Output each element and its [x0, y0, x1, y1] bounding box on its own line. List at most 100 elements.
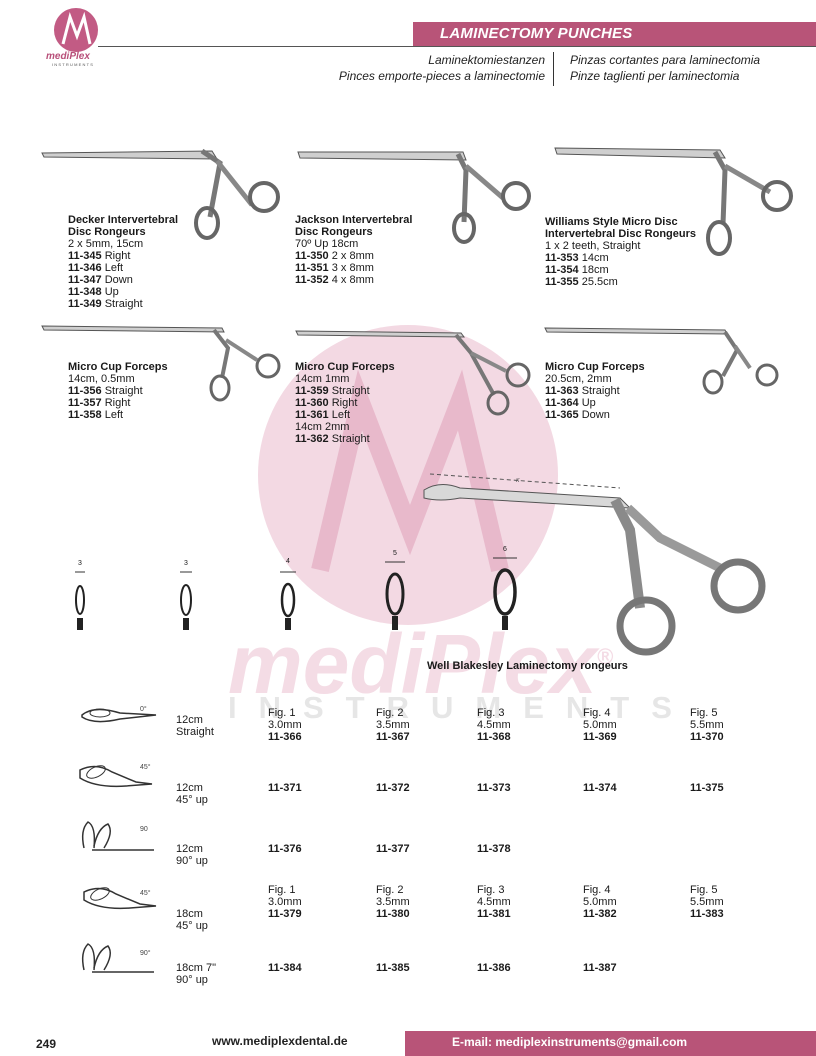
product-jackson: Jackson Intervertebral Disc Rongeurs 70º…: [295, 214, 475, 286]
list-item: 11-346 Left: [68, 262, 124, 274]
product-spec: 14cm, 0.5mm: [68, 373, 135, 385]
list-item: 11-355 25.5cm: [545, 276, 618, 288]
svg-text:κ: κ: [516, 477, 520, 484]
product-name: Decker Intervertebral: [68, 214, 179, 226]
title-spanish: Pinzas cortantes para laminectomia: [570, 53, 761, 67]
product-spec: 14cm 1mm: [295, 373, 350, 385]
product-name-2: Intervertebral Disc Rongeurs: [545, 228, 696, 240]
tip-label: 6: [503, 546, 507, 553]
website-link[interactable]: www.mediplexdental.de: [212, 1034, 348, 1048]
tip-fig-1-icon: [75, 571, 85, 630]
watermark-word: mediPlex®: [228, 617, 614, 711]
list-item: 11-356 Straight: [68, 385, 143, 397]
table-cell: 11-371: [268, 782, 302, 794]
product-decker: Decker Intervertebral Disc Rongeurs 2 x …: [68, 214, 248, 310]
product-spec: 20.5cm, 2mm: [545, 373, 612, 385]
list-item: 11-358 Left: [68, 409, 124, 421]
row-size: 12cm: [176, 782, 203, 794]
header-rule: [98, 46, 816, 47]
micro-cup-forceps-3-image: [544, 327, 779, 395]
tip-label: 3: [78, 560, 82, 567]
tip-figures: 3 3 4 5 6: [70, 546, 520, 635]
product-name: Micro Cup Forceps: [545, 361, 645, 373]
table-cell: 11-378: [477, 843, 511, 855]
list-item: 11-345 Right: [68, 250, 131, 262]
table-cell: 11-387: [583, 962, 617, 974]
list-item: 11-353 14cm: [545, 252, 609, 264]
angle-label: 45°: [140, 890, 151, 897]
product-name: Jackson Intervertebral: [295, 214, 413, 226]
logo-monogram-icon: [61, 11, 92, 45]
row-size: 18cm: [176, 908, 203, 920]
title-italian: Pinze taglienti per laminectomia: [570, 69, 740, 83]
table-cell: 11-373: [477, 782, 511, 794]
product-spec-2: 14cm 2mm: [295, 421, 350, 433]
list-item: 11-362 Straight: [295, 433, 370, 445]
list-item: 11-350 2 x 8mm: [295, 250, 374, 262]
product-name: Williams Style Micro Disc: [545, 216, 678, 228]
micro-cup-forceps-2-image: [295, 330, 531, 416]
title-german: Laminektomiestanzen: [428, 53, 545, 67]
tip-90-up-icon: [81, 821, 154, 851]
list-item: 11-351 3 x 8mm: [295, 262, 374, 274]
title-french: Pinces emporte-pieces a laminectomie: [338, 69, 545, 83]
row-size: 12cm: [176, 843, 203, 855]
product-spec: 2 x 5mm, 15cm: [68, 238, 144, 250]
table-cell: 11-385: [376, 962, 410, 974]
tip-label: 3: [184, 560, 188, 567]
table-cell: 11-377: [376, 843, 410, 855]
watermark-monogram: [311, 369, 509, 573]
header-bar: [413, 22, 816, 46]
tip-fig-5-icon: [493, 557, 517, 630]
row-angle: 90° up: [176, 974, 208, 986]
list-item: 11-364 Up: [545, 397, 596, 409]
angle-label: 90°: [140, 950, 151, 957]
logo-sub: INSTRUMENTS: [52, 62, 95, 67]
tip-label: 5: [393, 550, 397, 557]
row-angle: 45° up: [176, 794, 208, 806]
list-item: 11-361 Left: [295, 409, 351, 421]
product-williams: Williams Style Micro Disc Intervertebral…: [545, 216, 745, 288]
row-angle: 45° up: [176, 920, 208, 932]
angle-label: 45°: [140, 764, 151, 771]
blakesley-rongeur-image: κ: [423, 473, 766, 656]
table-cell: 11-384: [268, 962, 302, 974]
tip-straight-icon: [81, 708, 157, 723]
list-item: 11-347 Down: [68, 274, 133, 286]
table-cell: 11-372: [376, 782, 410, 794]
page-number: 249: [36, 1037, 57, 1051]
row-angle: Straight: [176, 726, 214, 738]
tip-fig-3-icon: [280, 571, 296, 630]
product-name: Micro Cup Forceps: [68, 361, 168, 373]
jackson-rongeur-image: [297, 151, 531, 244]
email-link[interactable]: E-mail: mediplexinstruments@gmail.com: [452, 1035, 688, 1049]
list-item: 11-349 Straight: [68, 298, 143, 310]
blakesley-caption: Well Blakesley Laminectomy rongeurs: [427, 660, 628, 672]
list-item: 11-363 Straight: [545, 385, 620, 397]
micro-cup-forceps-1-image: [41, 325, 281, 402]
williams-rongeur-image: [554, 147, 793, 256]
row-angle: 90° up: [176, 855, 208, 867]
list-item: 11-360 Right: [295, 397, 358, 409]
list-item: 11-365 Down: [545, 409, 610, 421]
tip-90-up-icon: [81, 943, 154, 973]
tip-45-up-icon: [79, 765, 153, 788]
tip-45-up-icon: [83, 887, 157, 910]
product-name: Micro Cup Forceps: [295, 361, 395, 373]
tip-label: 4: [286, 558, 290, 565]
list-item: 11-348 Up: [68, 286, 119, 298]
angle-label: 0°: [140, 706, 147, 713]
table-cell: 11-376: [268, 843, 302, 855]
product-spec: 1 x 2 teeth, Straight: [545, 240, 641, 252]
decker-rongeur-image: [41, 148, 280, 240]
table-cell: 11-374: [583, 782, 617, 794]
list-item: 11-354 18cm: [545, 264, 609, 276]
